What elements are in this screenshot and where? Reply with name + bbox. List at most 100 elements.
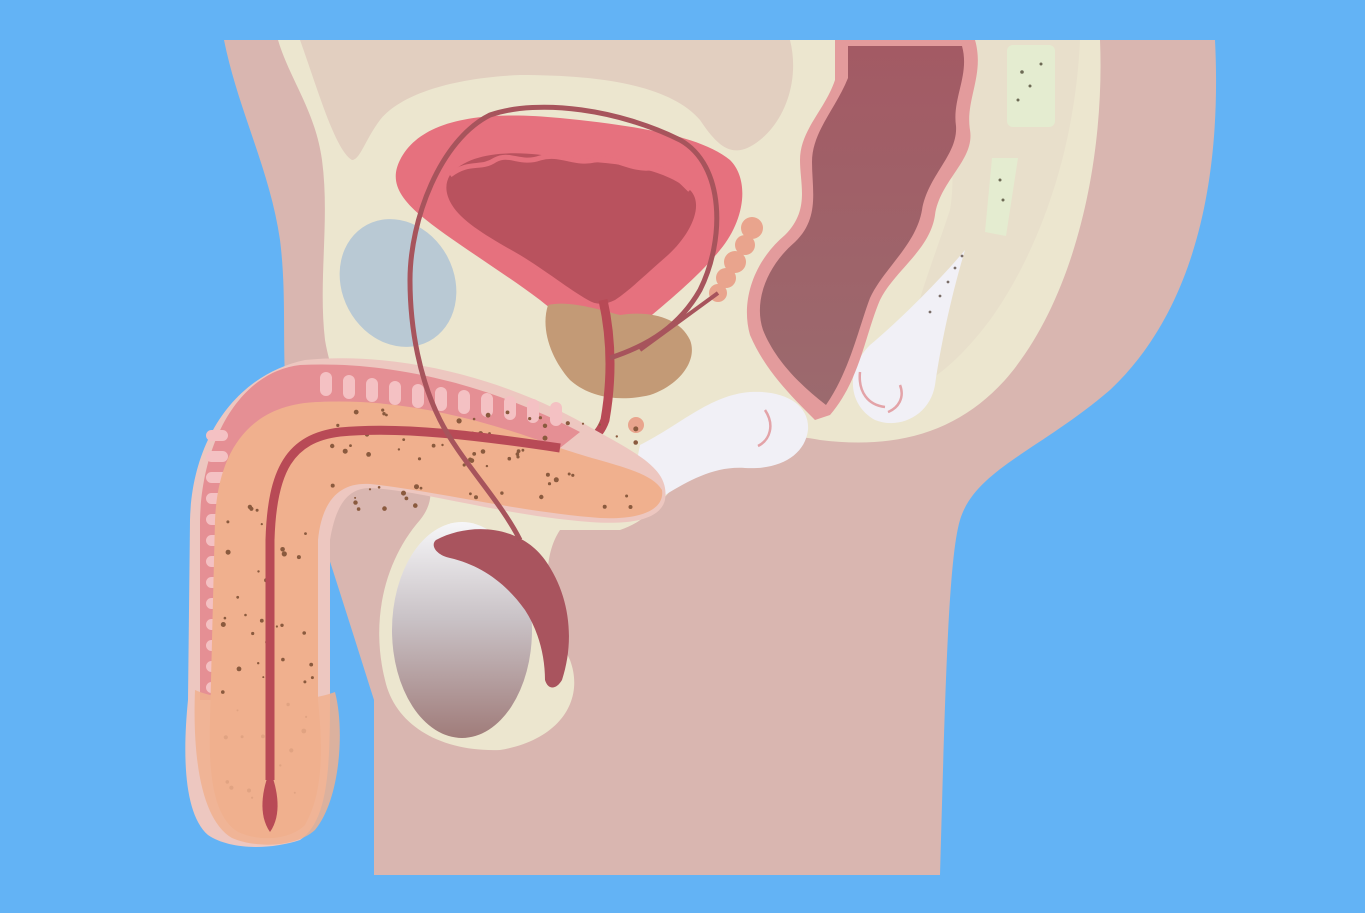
spongiosum-dot: [485, 412, 491, 418]
spongiosum-dot: [251, 631, 255, 636]
urethral-opening: [262, 770, 278, 832]
spongiosum-dot: [280, 547, 285, 552]
spongiosum-dot: [353, 409, 359, 415]
spongiosum-dot: [417, 457, 422, 461]
penile-urethra: [265, 425, 561, 780]
spongiosum-dot: [257, 662, 260, 665]
spongiosum-dot: [354, 496, 357, 499]
spongiosum-dot: [500, 491, 504, 495]
cavernosum-ridge: [389, 381, 401, 405]
spongiosum-dot: [402, 438, 406, 441]
spongiosum-dot: [515, 452, 520, 456]
spongiosum-dot: [330, 483, 335, 488]
spongiosum-dot: [281, 657, 285, 662]
spongiosum-dot: [401, 490, 406, 496]
cavernosum-ridge: [366, 378, 378, 402]
spongiosum-dot: [310, 676, 314, 680]
spongiosum-dot: [413, 503, 418, 508]
spongiosum-dot: [220, 622, 226, 627]
spongiosum-dot: [356, 507, 361, 511]
spongiosum-dot: [419, 486, 423, 490]
pubic-bone: [339, 219, 457, 347]
cavernosum-ridge: [458, 390, 470, 414]
cavernosum-ridge: [527, 399, 539, 423]
spongiosum-dot: [397, 448, 401, 451]
bulb-of-penis: [634, 391, 809, 499]
spongiosum-dot: [382, 506, 387, 511]
sphincter-dots: [928, 254, 964, 314]
spongiosum-dot: [480, 449, 486, 454]
cavernosum-ridge: [343, 375, 355, 399]
spongiosum-dot: [223, 616, 227, 620]
spongiosum-dot: [309, 662, 314, 667]
coccyx: [985, 45, 1055, 236]
spongiosum-dot: [505, 410, 510, 415]
spongiosum-dot: [275, 625, 278, 628]
spongiosum-dot: [225, 549, 231, 555]
spongiosum-dot: [602, 504, 607, 509]
spongiosum-dot: [456, 418, 462, 424]
spongiosum-dot: [349, 444, 352, 447]
spongiosum-dot: [342, 448, 348, 454]
sphincter-detail: [887, 384, 903, 414]
spongiosum-dot: [571, 473, 575, 477]
rectum-lumen: [759, 46, 965, 405]
spongiosum-dot: [414, 484, 419, 490]
spongiosum-dot: [625, 494, 629, 498]
spongiosum-dot: [368, 488, 372, 491]
spongiosum-dot: [404, 496, 409, 501]
cavernosum-ridge: [206, 430, 228, 441]
spongiosum-dot: [528, 417, 532, 421]
spongiosum-dot: [296, 555, 301, 560]
spongiosum-dot: [539, 494, 544, 500]
spongiosum-dot: [262, 676, 265, 679]
corpus-spongiosum: [209, 401, 663, 839]
spongiosum-dot: [330, 443, 335, 449]
spongiosum-dot: [441, 443, 444, 447]
vas-deferens: [407, 104, 720, 542]
spongiosum-dot: [280, 623, 284, 627]
spongiosum-dot: [615, 435, 618, 438]
spongiosum-dot: [381, 408, 385, 412]
cavernosum-ridge: [435, 387, 447, 411]
spongiosum-dot: [302, 631, 307, 635]
spongiosum-dot: [507, 456, 512, 461]
spongiosum-dot: [516, 455, 520, 459]
cavernosum-ridge: [206, 451, 228, 462]
spongiosum-dot: [545, 472, 550, 477]
spongiosum-dot: [236, 595, 240, 599]
spongiosum-dot: [303, 680, 307, 684]
spongiosum-dot: [244, 613, 247, 617]
spongiosum-dot: [565, 421, 570, 426]
spongiosum-dot: [260, 523, 263, 526]
spongiosum-dot: [567, 472, 571, 476]
abdominal-region: [300, 40, 794, 160]
spongiosum-dot: [221, 690, 225, 694]
spongiosum-dot: [472, 417, 476, 421]
spongiosum-dot: [628, 505, 633, 509]
epididymis: [433, 529, 569, 688]
spongiosum-dot: [474, 495, 478, 500]
spongiosum-dot: [304, 532, 307, 535]
spongiosum-dot: [538, 416, 543, 420]
cavernosum-ridge: [504, 396, 516, 420]
spongiosum-dot: [259, 618, 264, 623]
bladder-lumen: [446, 153, 697, 304]
spongiosum-dot: [553, 477, 559, 483]
cavernosum-ridge: [412, 384, 424, 408]
spongiosum-dot: [521, 448, 525, 452]
spongiosum-dot: [462, 463, 466, 467]
bulb-detail: [757, 409, 772, 448]
bulbourethral-gland: [628, 417, 644, 433]
spongiosum-dot: [469, 492, 472, 496]
spongiosum-dot: [353, 500, 358, 505]
cavernosum-ridge: [481, 393, 493, 417]
spongiosum-dot: [366, 452, 371, 457]
spongiosum-dot: [226, 520, 230, 524]
spongiosum-dot: [468, 457, 473, 462]
spongiosum-dot: [633, 440, 638, 445]
spongiosum-dot: [542, 423, 548, 428]
prostate: [545, 303, 692, 399]
spongiosum-dot: [516, 449, 521, 453]
